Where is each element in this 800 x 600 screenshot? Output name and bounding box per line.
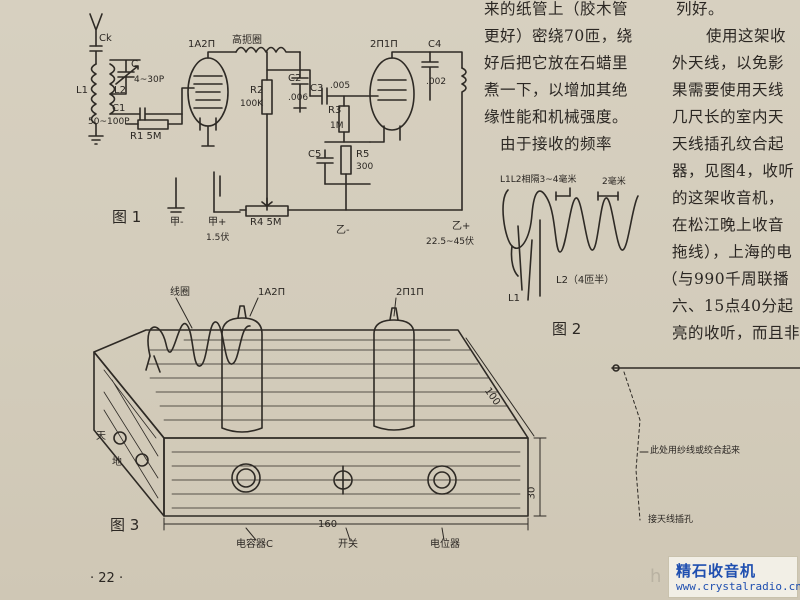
fig3-cap-label: 电容器C bbox=[236, 539, 273, 550]
fig3-coil-label: 线圈 bbox=[170, 287, 190, 298]
fig1-b-plus: 乙+ bbox=[452, 221, 471, 232]
right-line: 果需要使用天线 bbox=[672, 81, 785, 99]
fig3-tube1-label: 1A2Π bbox=[258, 287, 286, 298]
watermark-ghost-letter: h bbox=[650, 566, 662, 587]
fig1-r1-label: R1 5M bbox=[130, 131, 162, 142]
right-line: 亮的收听，而且非 bbox=[672, 324, 800, 342]
right-line: 列好。 bbox=[676, 0, 725, 18]
right-line: 使用这架收 bbox=[690, 27, 787, 45]
fig1-r4-label: R4 5M bbox=[250, 217, 282, 228]
fig4-note: 此处用纱线或绞合起来 bbox=[650, 446, 741, 456]
watermark-url: www.crystalradio.cn bbox=[676, 580, 800, 593]
right-line: 器，见图4，收听 bbox=[672, 162, 795, 180]
fig1-bat-neg: 甲- bbox=[170, 217, 184, 228]
right-line: 几尺长的室内天 bbox=[672, 108, 785, 126]
fig3-caption: 图 3 bbox=[110, 516, 140, 534]
fig3-width-label: 160 bbox=[318, 519, 338, 530]
watermark-box bbox=[668, 556, 798, 598]
right-line: 外天线，以免影 bbox=[672, 54, 785, 72]
fig1-bat-v: 1.5伏 bbox=[206, 233, 230, 243]
fig3-height-label: 30 bbox=[526, 486, 538, 500]
right-line: 拖线），上海的电 bbox=[672, 243, 793, 261]
right-line: （与990千周联播 bbox=[662, 270, 790, 288]
fig1-r2-val: 100K bbox=[240, 99, 264, 109]
fig2-caption: 图 2 bbox=[552, 320, 582, 338]
fig4-antenna bbox=[611, 364, 800, 521]
fig1-tube1-label: 1A2Π bbox=[188, 39, 216, 50]
right-line: 在松江晚上收音 bbox=[672, 216, 785, 234]
fig3-pot-label: 电位器 bbox=[430, 539, 460, 550]
fig1-c1-label: C1 bbox=[112, 103, 126, 114]
fig1-c3-val: .005 bbox=[330, 81, 351, 91]
fig1-c5-label: C5 bbox=[308, 149, 322, 160]
fig1-r3-label: R3 bbox=[328, 105, 342, 116]
fig1-r2-label: R2 bbox=[250, 85, 264, 96]
fig1-c3-label: C3 bbox=[310, 83, 324, 94]
fig1-c2-label: C2 bbox=[288, 73, 302, 84]
fig2-pitch-label: 2毫米 bbox=[602, 177, 626, 187]
right-line: 的这架收音机， bbox=[672, 189, 785, 207]
middle-line: 来的纸管上（胶木管 bbox=[484, 0, 629, 18]
watermark-title: 精石收音机 bbox=[676, 562, 757, 580]
fig1-c1-range: 50~100P bbox=[88, 117, 130, 127]
fig1-ck-label: Ck bbox=[99, 33, 112, 44]
fig3-chassis bbox=[93, 297, 547, 541]
fig1-caption: 图 1 bbox=[112, 208, 142, 226]
fig4-plug-label: 接天线插孔 bbox=[648, 515, 694, 525]
fig3-gnd-label: 地 bbox=[112, 457, 122, 468]
fig1-r3-val: 1M bbox=[330, 121, 344, 131]
fig3-tube2-label: 2Π1Π bbox=[396, 287, 424, 298]
fig1-b-minus: 乙- bbox=[336, 225, 350, 236]
right-line: 天线插孔纹合起 bbox=[672, 135, 785, 153]
fig1-tube2-label: 2Π1Π bbox=[370, 39, 398, 50]
fig1-circuit bbox=[88, 13, 467, 217]
fig2-l1-label: L1 bbox=[508, 293, 520, 304]
fig1-choke-label: 高扼圈 bbox=[232, 35, 262, 46]
fig1-cvar-label: C bbox=[131, 59, 138, 70]
fig1-b-v: 22.5~45伏 bbox=[426, 237, 475, 247]
middle-line: 好后把它放在石蜡里 bbox=[484, 54, 629, 72]
middle-line: 由于接收的频率 bbox=[484, 135, 613, 153]
fig1-l2-label: L2 bbox=[114, 85, 126, 96]
fig1-c2-val: .006 bbox=[288, 93, 309, 103]
fig2-gap-label: L1L2相隔3~4毫米 bbox=[500, 175, 577, 185]
middle-line: 更好）密绕70匝，绕 bbox=[484, 27, 633, 45]
fig1-r5-val: 300 bbox=[356, 162, 374, 172]
fig1-r5-label: R5 bbox=[356, 149, 370, 160]
right-line: 六、15点40分起 bbox=[672, 297, 794, 315]
middle-line: 煮一下，以增加其绝 bbox=[484, 81, 629, 99]
page-number: · 22 · bbox=[90, 571, 124, 586]
fig1-c4-val: .002 bbox=[426, 77, 447, 87]
fig3-ant-label: 天 bbox=[96, 431, 106, 442]
fig2-coil bbox=[502, 187, 639, 301]
fig2-l2-label: L2（4匝半） bbox=[556, 275, 615, 286]
fig3-switch-label: 开关 bbox=[338, 539, 358, 550]
fig1-l1-label: L1 bbox=[76, 85, 88, 96]
fig1-cvar-range: 4~30P bbox=[134, 75, 165, 85]
fig1-c4-label: C4 bbox=[428, 39, 442, 50]
middle-line: 缘性能和机械强度。 bbox=[484, 108, 629, 126]
fig1-bat-pos: 甲+ bbox=[208, 217, 227, 228]
